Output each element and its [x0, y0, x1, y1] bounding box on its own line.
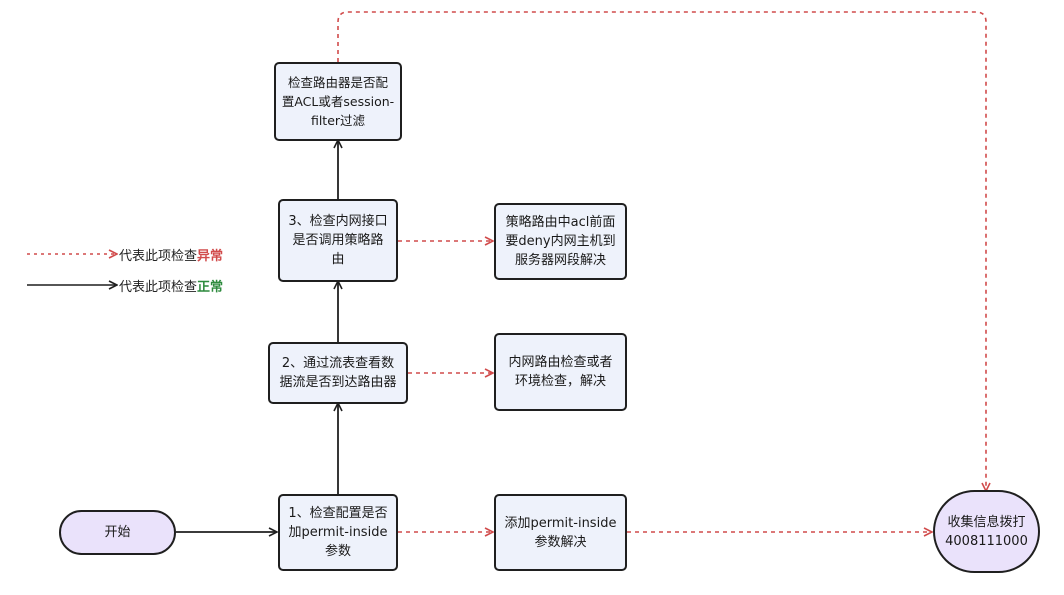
step2-label: 2、通过流表查看数 据流是否到达路由器	[279, 356, 397, 390]
step1-fix-node: 添加permit-inside 参数解决	[494, 494, 627, 571]
legend-abnormal-word: 异常	[197, 249, 224, 264]
step2-node: 2、通过流表查看数 据流是否到达路由器	[268, 342, 408, 404]
step1-node: 1、检查配置是否 加permit-inside 参数	[278, 494, 398, 571]
step2-fix-label: 内网路由检查或者 环境检查，解决	[508, 355, 613, 389]
step1-label: 1、检查配置是否 加permit-inside 参数	[288, 506, 388, 559]
step3-node: 3、检查内网接口 是否调用策略路 由	[278, 199, 398, 282]
check-router-acl-label: 检查路由器是否配 置ACL或者session- filter过滤	[281, 75, 395, 128]
legend-abnormal-prefix: 代表此项检查	[119, 249, 198, 264]
step3-fix-label: 策略路由中acl前面 要deny内网主机到 服务器网段解决	[505, 215, 616, 268]
legend-normal-prefix: 代表此项检查	[119, 280, 198, 295]
edge-acl-to-end	[337, 11, 986, 490]
step1-fix-label: 添加permit-inside 参数解决	[504, 515, 617, 550]
step3-label: 3、检查内网接口 是否调用策略路 由	[288, 214, 388, 267]
check-router-acl-node: 检查路由器是否配 置ACL或者session- filter过滤	[274, 62, 402, 141]
end-node: 收集信息拨打 4008111000	[933, 490, 1040, 573]
end-label: 收集信息拨打 4008111000	[945, 514, 1028, 549]
start-node: 开始	[59, 510, 176, 555]
step3-fix-node: 策略路由中acl前面 要deny内网主机到 服务器网段解决	[494, 203, 627, 280]
start-label: 开始	[104, 525, 131, 540]
legend-abnormal: 代表此项检查异常	[119, 245, 223, 264]
step2-fix-node: 内网路由检查或者 环境检查，解决	[494, 333, 627, 411]
legend-normal: 代表此项检查正常	[119, 276, 223, 295]
legend-normal-word: 正常	[197, 280, 224, 295]
